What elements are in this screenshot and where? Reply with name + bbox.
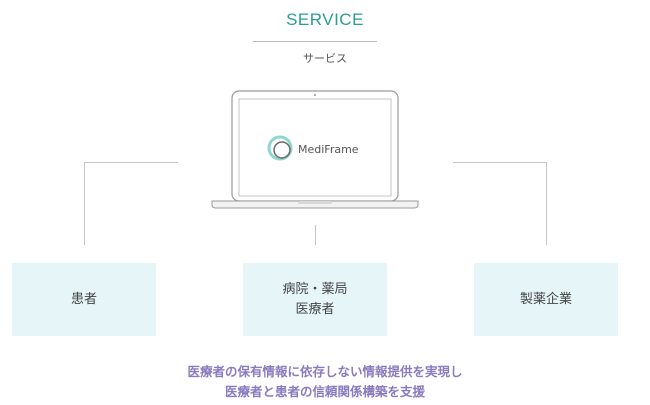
stakeholder-label: 医療者	[295, 301, 335, 317]
caption-line-2: 医療者と患者の信頼関係構築を支援	[224, 384, 425, 399]
caption-line-1: 医療者の保有情報に依存しない情報提供を実現し	[187, 364, 463, 379]
stakeholder-label: 病院・薬局	[282, 281, 348, 297]
stakeholder-pharma-company: 製薬企業	[474, 263, 618, 336]
title-divider	[253, 41, 377, 42]
laptop-icon: MediFrame	[211, 90, 419, 209]
stakeholder-hospital-pharmacy: 病院・薬局 医療者	[243, 263, 387, 336]
section-title: SERVICE	[286, 10, 364, 29]
concentric-rings-icon	[267, 135, 293, 161]
connector-right-vertical	[546, 162, 547, 245]
mediframe-logo: MediFrame	[267, 135, 359, 161]
connector-right-horizontal	[453, 162, 547, 163]
section-subtitle: サービス	[303, 52, 347, 65]
stakeholder-label: 製薬企業	[519, 291, 572, 307]
stakeholder-label: 患者	[70, 291, 97, 307]
connector-center-vertical	[315, 225, 316, 245]
connector-left-horizontal	[84, 162, 178, 163]
product-name: MediFrame	[298, 143, 359, 156]
connector-left-vertical	[84, 162, 85, 245]
stakeholder-patient: 患者	[12, 263, 156, 336]
